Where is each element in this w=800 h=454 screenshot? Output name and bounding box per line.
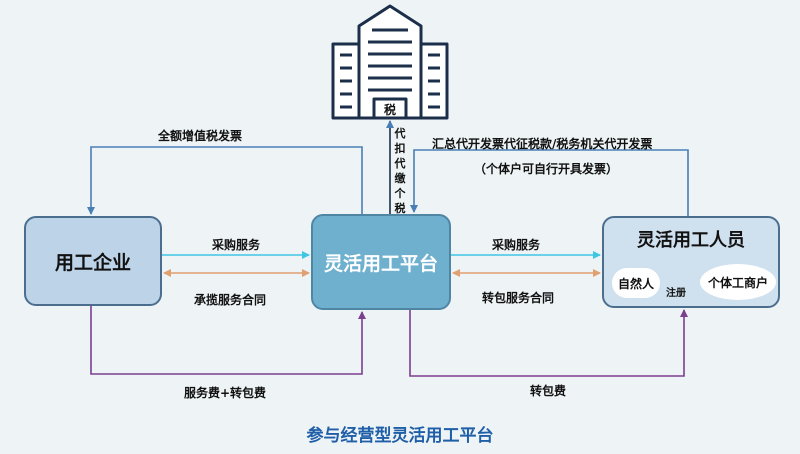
arrow-service-fee <box>90 306 366 375</box>
arrow-subcontract-fee <box>409 309 688 377</box>
contract-label-left: 承揽服务合同 <box>194 293 267 307</box>
tax-sign: 税 <box>384 102 396 117</box>
purchase-service-label-right: 采购服务 <box>492 238 541 252</box>
withhold-tax-label: 代扣代缴个税 <box>394 127 406 215</box>
tax-building-icon <box>331 4 449 120</box>
natural-person-oval: 自然人 <box>612 268 660 298</box>
summary-invoice-label: 汇总代开发票代征税款/税务机关代开发票 <box>432 137 653 151</box>
self-invoice-label: （个体户可自行开具发票） <box>474 162 619 176</box>
vat-invoice-label: 全额增值税发票 <box>158 129 243 143</box>
arrow-summary-invoice <box>410 149 689 216</box>
platform-node: 灵活用工平台 <box>311 214 451 310</box>
client-company-node: 用工企业 <box>24 216 162 306</box>
diagram-title: 参与经营型灵活用工平台 <box>306 426 494 446</box>
workers-node: 灵活用工人员 自然人 注册 个体工商户 <box>602 216 780 308</box>
service-fee-label: 服务费+转包费 <box>184 386 267 400</box>
register-label: 注册 <box>666 288 686 299</box>
platform-label: 灵活用工平台 <box>323 252 438 275</box>
individual-business-oval: 个体工商户 <box>700 264 776 300</box>
client-company-label: 用工企业 <box>54 251 131 274</box>
workers-label: 灵活用工人员 <box>637 230 745 251</box>
contract-label-right: 转包服务合同 <box>482 291 555 305</box>
purchase-service-label-left: 采购服务 <box>212 238 261 252</box>
arrow-vat-invoice <box>87 146 363 215</box>
subcontract-fee-label: 转包费 <box>530 384 567 398</box>
